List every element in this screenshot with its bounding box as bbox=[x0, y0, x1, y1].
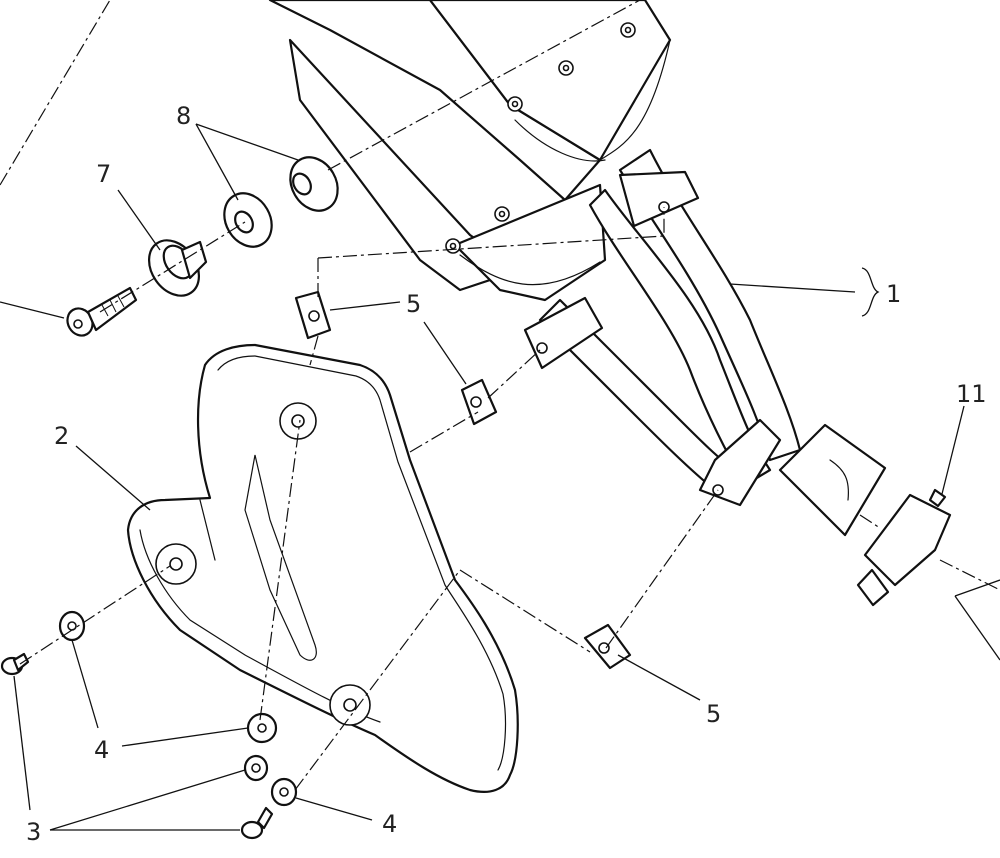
callout-part-11: 11 bbox=[956, 380, 987, 408]
washer-left bbox=[58, 610, 86, 642]
callout-part-1: 1 bbox=[886, 280, 901, 308]
screw-bottom bbox=[240, 806, 274, 840]
heat-shield bbox=[126, 343, 519, 793]
callout-part-7: 7 bbox=[96, 160, 111, 188]
washer-lower-center bbox=[270, 777, 298, 807]
exhaust-pipe-assembly bbox=[523, 148, 887, 537]
rubber-grommet-2 bbox=[289, 156, 339, 212]
callout-part-4-upper: 4 bbox=[94, 736, 109, 764]
silencer-lower bbox=[288, 38, 607, 302]
spacer-bushing bbox=[147, 239, 208, 297]
connector-sleeve bbox=[856, 488, 952, 607]
clip-nut-upper-left bbox=[294, 290, 332, 340]
rubber-grommet-1 bbox=[223, 192, 273, 248]
nut-center bbox=[243, 754, 269, 782]
silencer-upper bbox=[268, 0, 672, 202]
assembly-axes bbox=[0, 0, 1000, 791]
leader-lines bbox=[0, 123, 1000, 831]
callout-part-8: 8 bbox=[176, 102, 191, 130]
upper-cap-screw bbox=[66, 286, 138, 337]
callout-part-3: 3 bbox=[26, 818, 41, 846]
callout-labels: 8 7 1 5 11 2 5 4 4 3 bbox=[26, 102, 987, 846]
washer-upper-center bbox=[246, 712, 278, 744]
clip-nut-upper-right bbox=[460, 378, 498, 426]
callout-part-5-lower: 5 bbox=[706, 700, 721, 728]
callout-part-5-upper-left: 5 bbox=[406, 290, 421, 318]
screw-left bbox=[0, 652, 30, 676]
callout-part-4-lower: 4 bbox=[382, 810, 397, 838]
callout-part-2: 2 bbox=[54, 422, 69, 450]
